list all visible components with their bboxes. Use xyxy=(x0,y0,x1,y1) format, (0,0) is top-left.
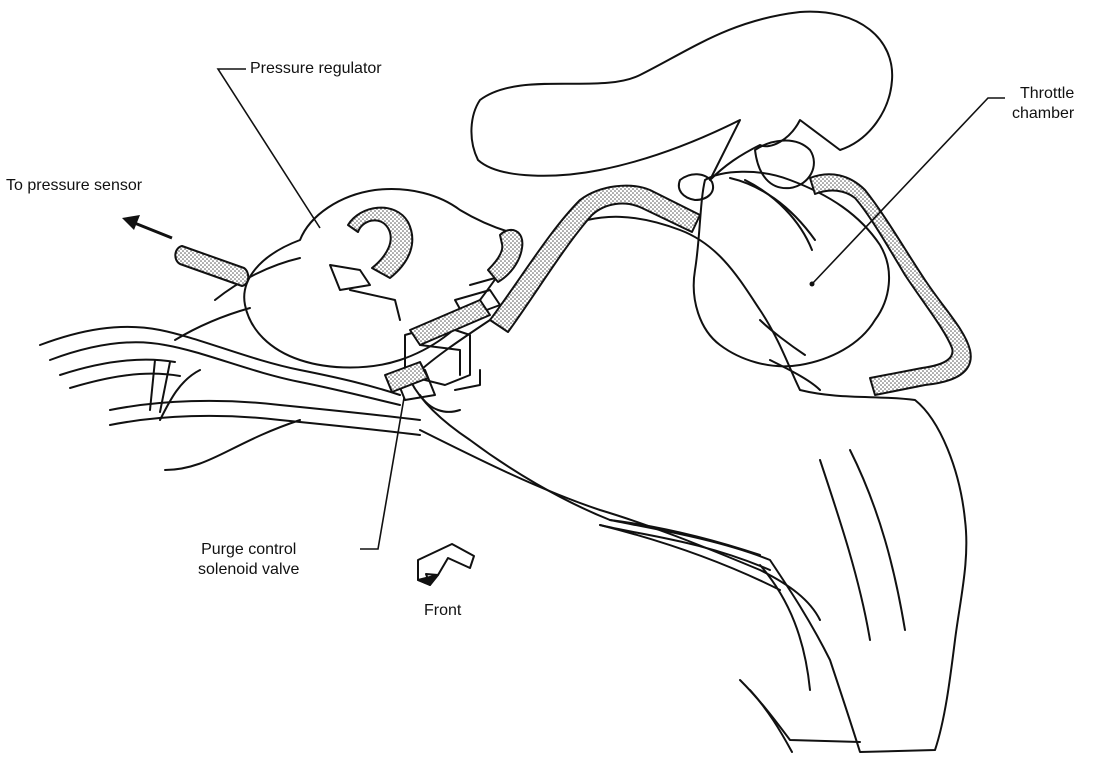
regulator-hose xyxy=(347,206,414,279)
throttle-chamber-hose xyxy=(489,184,701,333)
label-to-pressure-sensor: To pressure sensor xyxy=(6,177,143,194)
label-front: Front xyxy=(424,602,462,619)
fuel-line-upper xyxy=(39,325,401,396)
intake-manifold xyxy=(409,215,968,753)
label-purge-control-line1: Purge control xyxy=(201,541,297,558)
leader-pressure-regulator xyxy=(216,68,321,229)
label-throttle-chamber-line1: Throttle xyxy=(1020,85,1075,102)
label-purge-control: Purge control solenoid valve xyxy=(198,540,299,580)
vacuum-hose-right xyxy=(809,173,972,396)
purge-solenoid-hose xyxy=(409,299,491,346)
pressure-sensor-hose xyxy=(174,245,250,287)
arrow-up-left-icon xyxy=(122,215,173,240)
fuel-return-line xyxy=(419,429,821,621)
leader-throttle-chamber xyxy=(811,97,1005,285)
label-pressure-regulator: Pressure regulator xyxy=(250,60,382,77)
leader-purge-control xyxy=(360,397,405,550)
air-intake-duct xyxy=(470,10,894,181)
arrow-down-left-icon xyxy=(417,543,475,586)
label-purge-control-line2: solenoid valve xyxy=(198,561,300,578)
throttle-chamber-body xyxy=(692,170,891,368)
label-throttle-chamber-line2: chamber xyxy=(1012,105,1075,122)
leader-dot-throttle xyxy=(809,281,815,287)
label-throttle-chamber: Throttle chamber xyxy=(1012,84,1074,124)
